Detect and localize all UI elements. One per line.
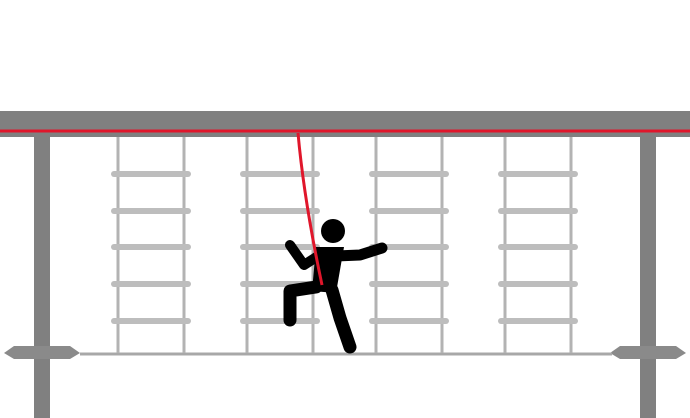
left-post-cap (4, 346, 80, 359)
top-beam (0, 111, 690, 137)
rope-ladder (240, 137, 320, 353)
right-post (640, 137, 656, 418)
climber-arm-right (330, 242, 388, 262)
rope-ladders (111, 137, 578, 353)
climber-icon (283, 219, 388, 354)
rope-ladder (498, 137, 578, 353)
rope-ladder (111, 137, 191, 353)
safety-rope (296, 132, 324, 286)
climber-leg-right (325, 283, 357, 354)
left-post (34, 137, 50, 418)
climber-head (321, 219, 345, 243)
climber-leg-left (283, 280, 323, 327)
right-post-cap (610, 346, 686, 359)
climber-arm-left (285, 240, 323, 270)
